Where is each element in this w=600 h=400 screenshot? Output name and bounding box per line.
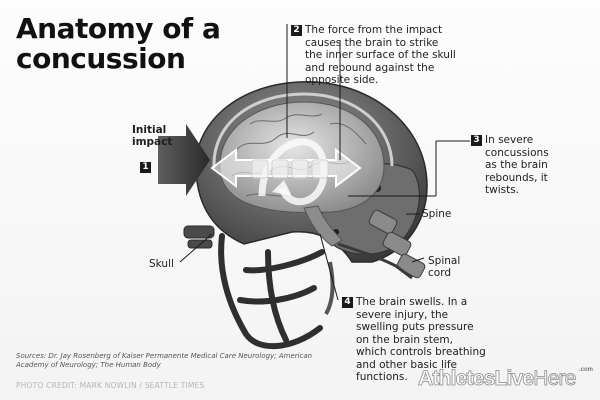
face-mask	[218, 233, 325, 349]
step-4-text: The brain swells. In a severe injury, th…	[356, 296, 486, 383]
step-2-text: The force from the impact causes the bra…	[305, 24, 456, 86]
skull-edge	[212, 92, 394, 169]
photo-credit: PHOTO CREDIT: MARK NOWLIN / SEATTLE TIME…	[16, 381, 205, 390]
watermark-main: AthletesLive	[418, 367, 535, 391]
skull-label: Skull	[149, 258, 174, 270]
twist-arrow-head	[272, 180, 292, 196]
site-watermark: AthletesLiveHere .com	[418, 367, 593, 391]
watermark-end: Here	[533, 367, 577, 391]
spinal-cord	[337, 242, 413, 280]
impact-arrow	[158, 124, 210, 196]
step-number-1: 1	[140, 162, 151, 173]
leader-lines	[179, 24, 470, 301]
step-3-text: In severe concussions as the brain rebou…	[485, 134, 549, 196]
spinal-cord-label: Spinal cord	[428, 255, 461, 279]
step-number-2: 2	[291, 25, 302, 36]
watermark-suffix: .com	[579, 367, 594, 373]
page-title: Anatomy of a concussion	[16, 12, 221, 75]
chin-strap	[324, 261, 335, 315]
face-mask-clip	[183, 225, 215, 249]
step-number-3: 3	[471, 135, 482, 146]
swelling-bands	[251, 159, 329, 179]
spine-label: Spine	[422, 208, 452, 220]
spine	[368, 209, 426, 279]
step-number-4: 4	[342, 297, 353, 308]
sources-note: Sources: Dr. Jay Rosenberg of Kaiser Per…	[16, 352, 313, 369]
initial-impact-label: Initial impact	[132, 124, 173, 148]
brain-stem	[303, 205, 343, 247]
